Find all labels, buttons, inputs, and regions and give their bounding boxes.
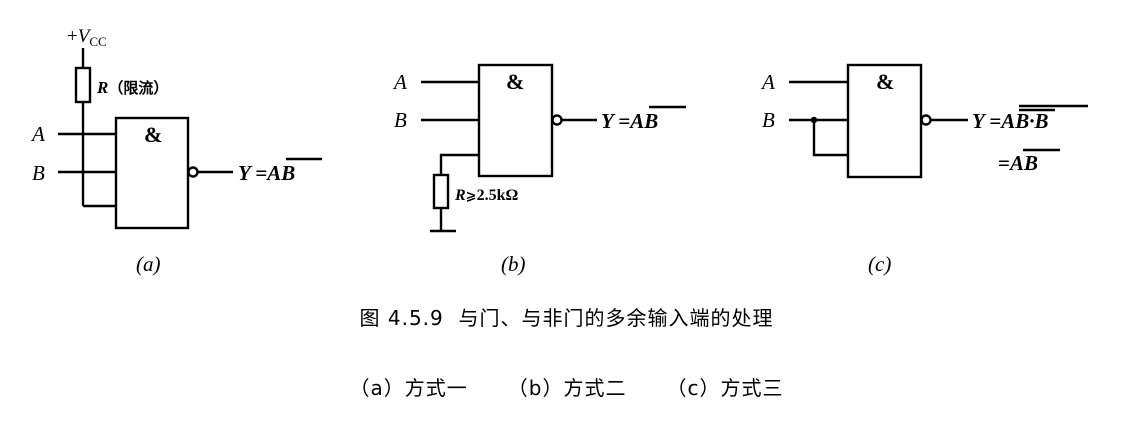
resistor-label-a: R（限流） [96, 78, 168, 97]
circuit-a: +VCC R（限流） A B & Y =AB (a) [30, 26, 322, 276]
figure-caption: 图 4.5.9 与门、与非门的多余输入端的处理 [359, 306, 774, 330]
junction-dot [810, 116, 818, 124]
caption-sub-c: （c）方式三 [666, 376, 784, 400]
resistor-note-a: （限流） [108, 79, 168, 97]
resistor-relation: ⩾ [466, 189, 477, 204]
and-gate-body [477, 63, 554, 178]
circuit-c: A B & Y =AB·B =AB (c) [760, 63, 1088, 276]
output-rhs: AB [628, 109, 658, 133]
input-a-label: A [30, 122, 45, 146]
gate-symbol: & [144, 122, 162, 147]
output-eq-2: = [998, 151, 1010, 175]
output-lhs: Y = [238, 161, 267, 185]
resistor-value: 2.5kΩ [477, 187, 519, 204]
output-lhs: Y = [601, 109, 630, 133]
input-b-label: B [32, 161, 45, 185]
vcc-label: +VCC [67, 26, 107, 49]
current-limit-resistor [74, 66, 92, 104]
gate-symbol: & [506, 69, 524, 94]
resistor-r-a: R [96, 78, 108, 97]
pulldown-wire [439, 153, 479, 175]
inversion-bubble [920, 114, 932, 126]
caption-sub-b: （b）方式二 [507, 376, 627, 400]
subfigure-label-a: (a) [136, 252, 161, 276]
subfigure-captions: （a）方式一 （b）方式二 （c）方式三 [0, 372, 1133, 401]
resistor-label-b: R⩾2.5kΩ [454, 187, 518, 204]
inversion-bubble [187, 166, 199, 178]
vcc-v: V [78, 26, 92, 47]
output-lhs: Y = [972, 109, 1001, 133]
vcc-subscript: CC [89, 34, 106, 49]
tied-input-wire [812, 120, 848, 157]
input-a-label: A [760, 70, 775, 94]
input-b-label: B [394, 108, 407, 132]
resistor-r-b: R [454, 187, 466, 204]
subfigure-label-b: (b) [501, 252, 526, 276]
output-rhs-1: AB·B [999, 109, 1048, 133]
inversion-bubble [551, 114, 563, 126]
input-b-label: B [762, 108, 775, 132]
pulldown-resistor [432, 173, 450, 210]
circuit-b: A B & Y =AB R⩾2.5kΩ (b) [392, 63, 686, 276]
output-expression-1: Y =AB·B [972, 109, 1049, 133]
vcc-plus: + [67, 26, 78, 47]
gate-symbol: & [876, 69, 894, 94]
output-expression: Y =AB [601, 109, 658, 133]
input-a-label: A [392, 70, 407, 94]
output-rhs: AB [265, 161, 295, 185]
subfigure-label-c: (c) [868, 252, 891, 276]
output-expression-2: =AB [998, 151, 1038, 175]
caption-sub-a: （a）方式一 [349, 376, 468, 400]
output-rhs-2: AB [1008, 151, 1038, 175]
output-expression: Y =AB [238, 161, 295, 185]
